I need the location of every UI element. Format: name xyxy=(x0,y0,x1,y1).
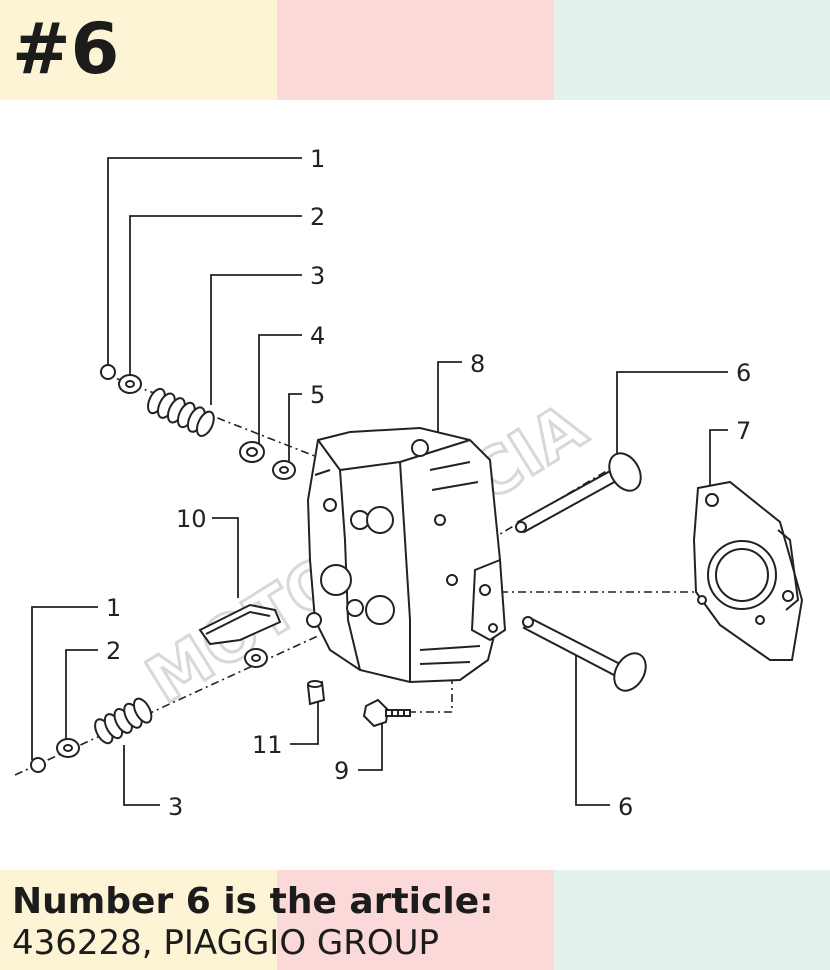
callout-5: 5 xyxy=(310,381,325,409)
cylinder-head xyxy=(306,426,507,684)
header-band-yellow xyxy=(0,0,277,100)
exhaust-valve xyxy=(522,616,647,692)
footer-band-yellow xyxy=(0,870,277,970)
dowel-pin xyxy=(306,680,326,706)
callout-7: 7 xyxy=(736,417,751,445)
callout-1-top: 1 xyxy=(310,145,325,173)
item-number-badge: #6 xyxy=(12,8,120,90)
callout-6-bottom: 6 xyxy=(618,793,633,821)
footer-band-mint xyxy=(554,870,830,970)
callout-6-top: 6 xyxy=(736,359,751,387)
callout-9: 9 xyxy=(334,757,349,785)
callout-2-bottom: 2 xyxy=(106,637,121,665)
callout-3-top: 3 xyxy=(310,262,325,290)
caption-title: Number 6 is the article: xyxy=(12,881,494,922)
exploded-parts-diagram: MOTOMURCIA xyxy=(14,145,804,821)
callout-10: 10 xyxy=(176,505,207,533)
callout-2-top: 2 xyxy=(310,203,325,231)
caption-article-number: 436228, PIAGGIO GROUP xyxy=(12,923,440,963)
upper-valve-train xyxy=(100,364,296,480)
head-gasket xyxy=(692,480,804,661)
footer-band-pink xyxy=(277,870,554,970)
lower-valve-train xyxy=(30,697,153,773)
callout-3-bottom: 3 xyxy=(168,793,183,821)
rocker-arm xyxy=(198,603,282,668)
callout-4: 4 xyxy=(310,322,325,350)
bolt xyxy=(362,698,411,728)
leader-lines xyxy=(31,157,728,806)
callout-11: 11 xyxy=(252,731,283,759)
callout-1-bottom: 1 xyxy=(106,594,121,622)
intake-valve xyxy=(515,452,642,534)
header-band-pink xyxy=(277,0,554,100)
header-band-mint xyxy=(554,0,830,100)
callout-8: 8 xyxy=(470,350,485,378)
